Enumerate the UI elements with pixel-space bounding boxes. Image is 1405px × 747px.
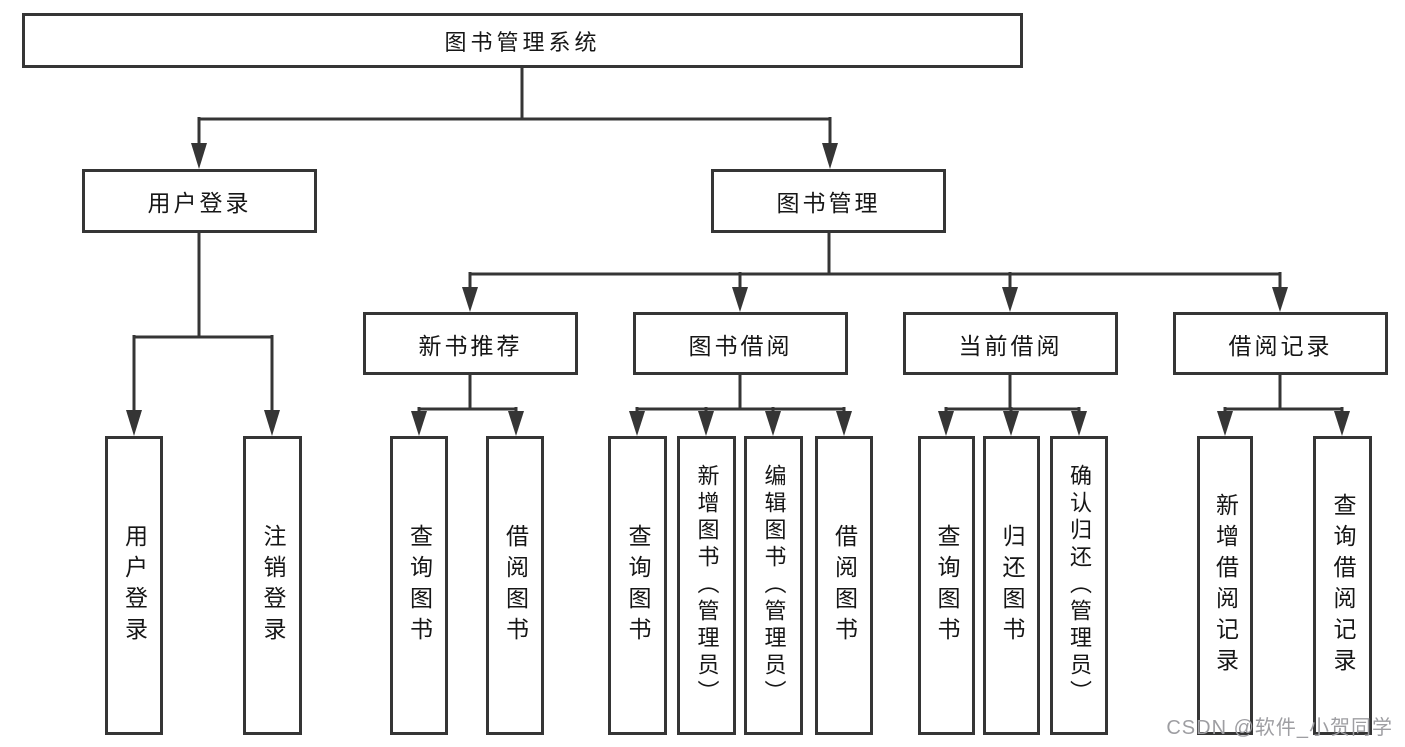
leaf-bb-edit-books-label: 编辑图书（管理员） [761, 464, 787, 707]
leaf-logout-login: 注销登录 [243, 436, 302, 735]
node-book-management: 图书管理 [711, 169, 946, 233]
node-book-management-label: 图书管理 [776, 190, 881, 216]
node-user-login: 用户登录 [82, 169, 317, 233]
watermark-text: CSDN @软件_小贺同学 [1166, 717, 1393, 739]
leaf-nb-borrow-books-label: 借阅图书 [502, 523, 529, 648]
leaf-cb-return-books-label: 归还图书 [999, 523, 1025, 648]
leaf-user-login: 用户登录 [105, 436, 163, 735]
leaf-cb-query-books: 查询图书 [918, 436, 975, 735]
connector-book-management-to-level3 [462, 232, 1288, 312]
leaf-cb-return-books: 归还图书 [983, 436, 1040, 735]
node-borrow-records-label: 借阅记录 [1228, 332, 1333, 359]
node-current-borrow-label: 当前借阅 [958, 332, 1063, 359]
leaf-cb-confirm-return: 确认归还（管理员） [1050, 436, 1108, 735]
leaf-cb-confirm-return-label: 确认归还（管理员） [1067, 464, 1092, 707]
node-book-borrow: 图书借阅 [633, 312, 848, 375]
leaf-bb-add-books-label: 新增图书（管理员） [694, 464, 720, 707]
leaf-user-login-label: 用户登录 [121, 523, 148, 648]
leaf-bb-add-books: 新增图书（管理员） [677, 436, 736, 735]
leaf-br-add-record-label: 新增借阅记录 [1212, 492, 1239, 679]
connector-book-borrow-to-leaves [629, 374, 852, 436]
leaf-bb-borrow-books-label: 借阅图书 [831, 523, 858, 648]
leaf-nb-query-books-label: 查询图书 [406, 523, 433, 648]
leaf-bb-query-books-label: 查询图书 [625, 523, 651, 648]
leaf-bb-edit-books: 编辑图书（管理员） [744, 436, 803, 735]
node-root-label: 图书管理系统 [444, 29, 601, 55]
node-new-book-recommend: 新书推荐 [363, 312, 578, 375]
leaf-nb-borrow-books: 借阅图书 [486, 436, 544, 735]
node-user-login-label: 用户登录 [147, 190, 252, 216]
leaf-logout-login-label: 注销登录 [260, 523, 286, 648]
node-borrow-records: 借阅记录 [1173, 312, 1388, 375]
connector-borrow-records-to-leaves [1217, 374, 1350, 436]
connector-new-book-to-leaves [411, 374, 524, 436]
leaf-bb-query-books: 查询图书 [608, 436, 667, 735]
connector-user-login-to-leaves [126, 232, 280, 436]
node-root: 图书管理系统 [22, 13, 1023, 68]
node-current-borrow: 当前借阅 [903, 312, 1118, 375]
leaf-br-query-record: 查询借阅记录 [1313, 436, 1372, 735]
leaf-nb-query-books: 查询图书 [390, 436, 448, 735]
node-new-book-recommend-label: 新书推荐 [418, 332, 523, 359]
node-book-borrow-label: 图书借阅 [688, 332, 793, 359]
leaf-br-add-record: 新增借阅记录 [1197, 436, 1253, 735]
leaf-br-query-record-label: 查询借阅记录 [1330, 492, 1356, 679]
leaf-bb-borrow-books: 借阅图书 [815, 436, 873, 735]
connector-current-borrow-to-leaves [938, 374, 1087, 436]
connector-root-to-level2 [191, 68, 838, 169]
leaf-cb-query-books-label: 查询图书 [934, 523, 960, 648]
